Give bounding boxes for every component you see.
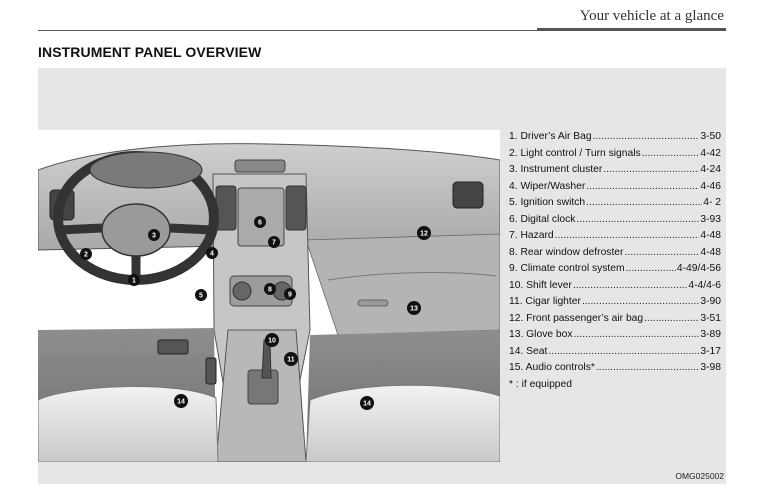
svg-text:7: 7 [272,240,276,247]
glove-box-handle [357,299,389,307]
legend-item: 4. Wiper/Washer4-46 [509,179,721,196]
dashboard-lower-right [305,233,500,336]
svg-text:9: 9 [288,292,292,299]
callout-9: 9 [284,288,296,300]
legend-item: 15. Audio controls*3-98 [509,360,721,377]
legend-footnote: * : if equipped [509,378,572,390]
legend-item: 14. Seat3-17 [509,344,721,361]
steering-spoke [59,223,213,278]
callout-7: 7 [268,236,280,248]
callout-12: 12 [417,226,431,240]
legend-item: 3. Instrument cluster4-24 [509,162,721,179]
legend-item: 8. Rear window defroster4-48 [509,245,721,262]
right-vent [452,181,484,209]
legend-item: 5. Ignition switch4- 2 [509,195,721,212]
running-head: Your vehicle at a glance [579,8,724,24]
instrument-panel-illustration: 1 2 3 4 5 6 7 8 9 10 11 12 13 14 14 [38,130,500,462]
clock-display [234,159,286,173]
svg-text:1: 1 [132,278,136,285]
callout-5: 5 [195,289,207,301]
callout-2: 2 [80,248,92,260]
callout-3: 3 [148,229,160,241]
svg-text:2: 2 [84,252,88,259]
svg-text:6: 6 [258,220,262,227]
climate-knob-left [232,281,252,301]
svg-text:3: 3 [152,233,156,240]
callout-markers: 1 2 3 4 5 6 7 8 9 10 11 12 13 14 14 [80,216,431,410]
center-vent-left [215,185,237,231]
pedal-accelerator [205,357,217,385]
callout-6: 6 [254,216,266,228]
legend-item: 2. Light control / Turn signals4-42 [509,146,721,163]
callout-11: 11 [284,352,298,366]
pedal-brake [157,339,189,355]
callout-8: 8 [264,283,276,295]
legend-item: 9. Climate control system4-49/4-56 [509,261,721,278]
callout-13: 13 [407,301,421,315]
legend-item: 13. Glove box3-89 [509,327,721,344]
cluster-hood [89,151,203,189]
header-rule-accent [537,28,726,31]
callout-4: 4 [206,247,218,259]
figure-code: OMG025002 [675,471,724,481]
callout-10: 10 [265,333,279,347]
svg-text:10: 10 [268,338,276,345]
callout-1: 1 [128,274,140,286]
svg-text:14: 14 [177,399,185,406]
callout-14-passenger: 14 [360,396,374,410]
legend-item: 10. Shift lever4-4/4-6 [509,278,721,295]
svg-text:12: 12 [420,231,428,238]
header-rule [38,30,726,31]
figure-panel: 1 2 3 4 5 6 7 8 9 10 11 12 13 14 14 1. D… [38,68,726,484]
glove-box-outline [327,272,497,281]
legend-item: 1. Driver’s Air Bag3-50 [509,129,721,146]
svg-text:4: 4 [210,251,214,258]
driver-seat [38,386,219,462]
steering-hub [101,203,171,257]
passenger-seat [305,384,500,462]
center-vent-right [285,185,307,231]
svg-text:5: 5 [199,293,203,300]
legend-item: 12. Front passenger’s air bag3-51 [509,311,721,328]
svg-text:8: 8 [268,287,272,294]
svg-text:14: 14 [363,401,371,408]
legend-item: 11. Cigar lighter3-90 [509,294,721,311]
legend-item: 6. Digital clock3-93 [509,212,721,229]
legend-item: 7. Hazard4-48 [509,228,721,245]
svg-text:13: 13 [410,306,418,313]
section-title: INSTRUMENT PANEL OVERVIEW [38,44,262,60]
component-legend: 1. Driver’s Air Bag3-50 2. Light control… [509,129,721,393]
svg-text:11: 11 [287,357,295,364]
callout-14-driver: 14 [174,394,188,408]
